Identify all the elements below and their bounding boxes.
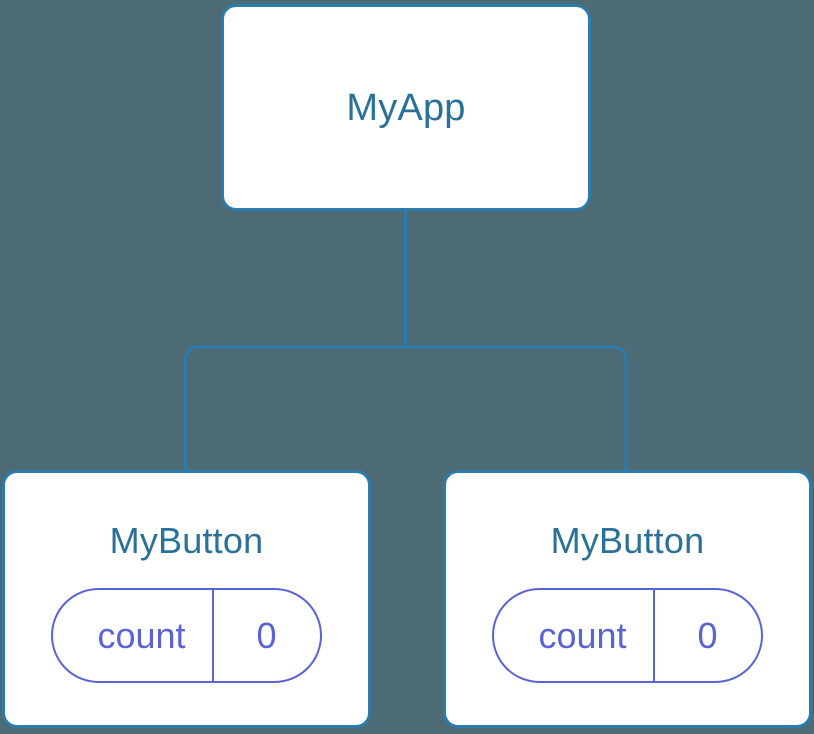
- node-mybutton-left-title: MyButton: [109, 520, 264, 561]
- node-mybutton-right-title: MyButton: [550, 520, 705, 561]
- state-pill-right[interactable]: count 0: [492, 588, 763, 683]
- node-myapp[interactable]: MyApp: [221, 4, 591, 211]
- state-pill-left-value: 0: [211, 590, 320, 681]
- state-pill-right-value: 0: [652, 590, 761, 681]
- node-mybutton-left[interactable]: MyButton count 0: [2, 470, 371, 728]
- edge-root-to-child-right: [405, 345, 628, 478]
- state-pill-left-key: count: [97, 614, 186, 656]
- node-mybutton-right[interactable]: MyButton count 0: [443, 470, 812, 728]
- state-pill-left[interactable]: count 0: [51, 588, 322, 683]
- state-pill-right-key: count: [538, 614, 627, 656]
- node-myapp-title: MyApp: [346, 86, 466, 129]
- edge-root-to-child-left: [184, 345, 406, 478]
